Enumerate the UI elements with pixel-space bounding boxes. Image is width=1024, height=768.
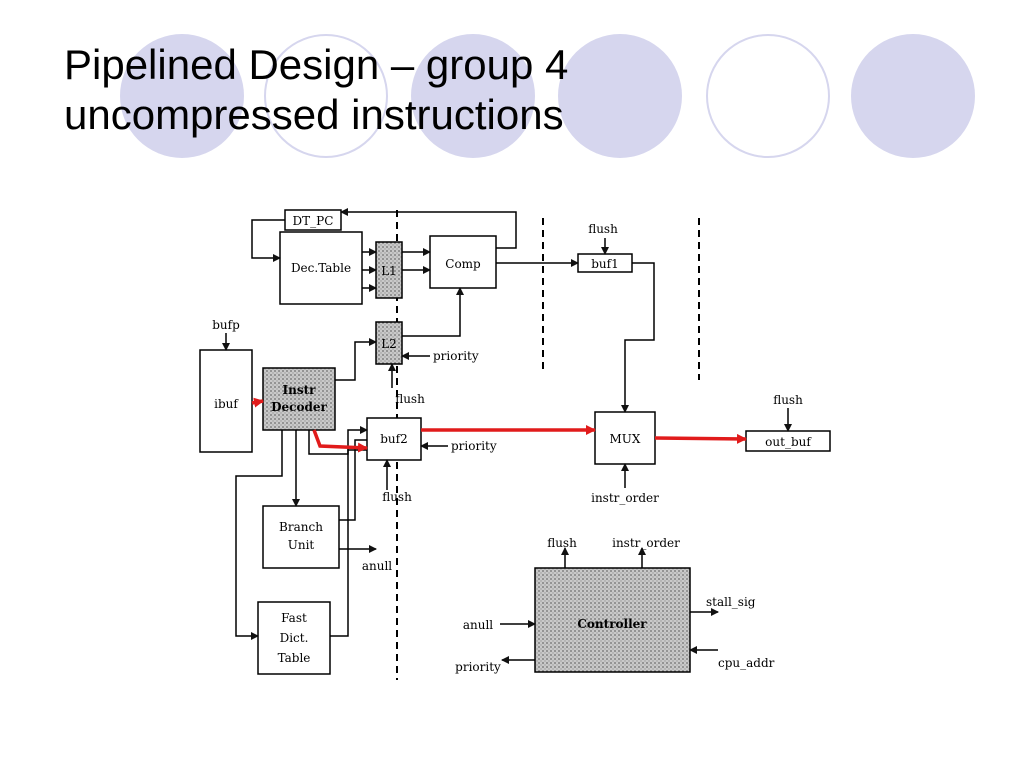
slide-title: Pipelined Design – group 4 uncompressed … <box>64 40 568 140</box>
controller-label: Controller <box>577 617 647 631</box>
highlight-paths <box>251 397 747 453</box>
flush-l2-label: flush <box>395 392 425 406</box>
decorative-circle-1 <box>120 34 244 158</box>
fast-dict-label-3: Table <box>278 651 311 665</box>
flush-buf2-label: flush <box>382 490 412 504</box>
priority-l2-label: priority <box>433 349 479 363</box>
pipeline-diagram: DT_PC Dec.Table L1 Comp buf1 L2 <box>199 208 831 680</box>
dec-table-block: Dec.Table <box>279 231 363 305</box>
decorative-circle-2 <box>411 34 535 158</box>
fast-dict-label-1: Fast <box>281 611 307 625</box>
instr-decoder-block: Instr Decoder <box>262 367 336 431</box>
decorative-ring-1 <box>264 34 388 158</box>
out-buf-label: out_buf <box>765 435 812 449</box>
decorative-ring-2 <box>706 34 830 158</box>
l2-register: L2 <box>375 321 403 365</box>
comp-label: Comp <box>445 257 481 271</box>
l1-register: L1 <box>375 241 403 299</box>
priority-buf2-label: priority <box>451 439 497 453</box>
flush-out-label: flush <box>773 393 803 407</box>
instr-order-ctrl-label: instr_order <box>612 536 680 550</box>
dec-table-label: Dec.Table <box>291 261 351 275</box>
decorative-circle-4 <box>851 34 975 158</box>
wires <box>222 208 792 664</box>
dt-pc-block: DT_PC <box>284 209 342 231</box>
buf2-block: buf2 <box>366 417 422 461</box>
cpu-addr-label: cpu_addr <box>718 656 775 670</box>
instr-order-mux-label: instr_order <box>591 491 659 505</box>
mux-label: MUX <box>610 432 641 446</box>
ibuf-block: ibuf <box>199 349 253 453</box>
flush-buf1-label: flush <box>588 222 618 236</box>
anull-ctrl-label: anull <box>463 618 493 632</box>
fast-dict-table-block: Fast Dict. Table <box>257 601 331 675</box>
mux-block: MUX <box>594 411 656 465</box>
branch-unit-label-2: Unit <box>288 538 315 552</box>
l1-label: L1 <box>381 264 397 278</box>
dt-pc-label: DT_PC <box>293 214 334 228</box>
instr-decoder-label-2: Decoder <box>271 400 327 414</box>
out-buf-block: out_buf <box>745 430 831 452</box>
decorative-circle-3 <box>558 34 682 158</box>
buf2-label: buf2 <box>380 432 408 446</box>
instr-decoder-label-1: Instr <box>283 383 317 397</box>
highlight-arrow-ibuf-decoder <box>251 397 264 408</box>
controller-block: Controller <box>534 567 691 673</box>
stall-sig-label: stall_sig <box>706 595 756 609</box>
branch-unit-block: Branch Unit <box>262 505 340 569</box>
bufp-label: bufp <box>212 318 240 332</box>
buf1-label: buf1 <box>591 257 619 271</box>
ibuf-label: ibuf <box>214 397 239 411</box>
slide-title-line-2: uncompressed instructions <box>64 91 564 138</box>
flush-ctrl-label: flush <box>547 536 577 550</box>
highlight-arrow-decoder-buf2 <box>312 429 368 453</box>
priority-ctrl-label: priority <box>455 660 501 674</box>
anull-branch-label: anull <box>362 559 392 573</box>
branch-unit-label-1: Branch <box>279 520 323 534</box>
l2-label: L2 <box>381 337 397 351</box>
comp-block: Comp <box>429 235 497 289</box>
highlight-arrow-mux-outbuf <box>654 433 747 444</box>
fast-dict-label-2: Dict. <box>280 631 309 645</box>
buf1-block: buf1 <box>577 253 633 273</box>
slide-title-line-1: Pipelined Design – group 4 <box>64 41 569 88</box>
